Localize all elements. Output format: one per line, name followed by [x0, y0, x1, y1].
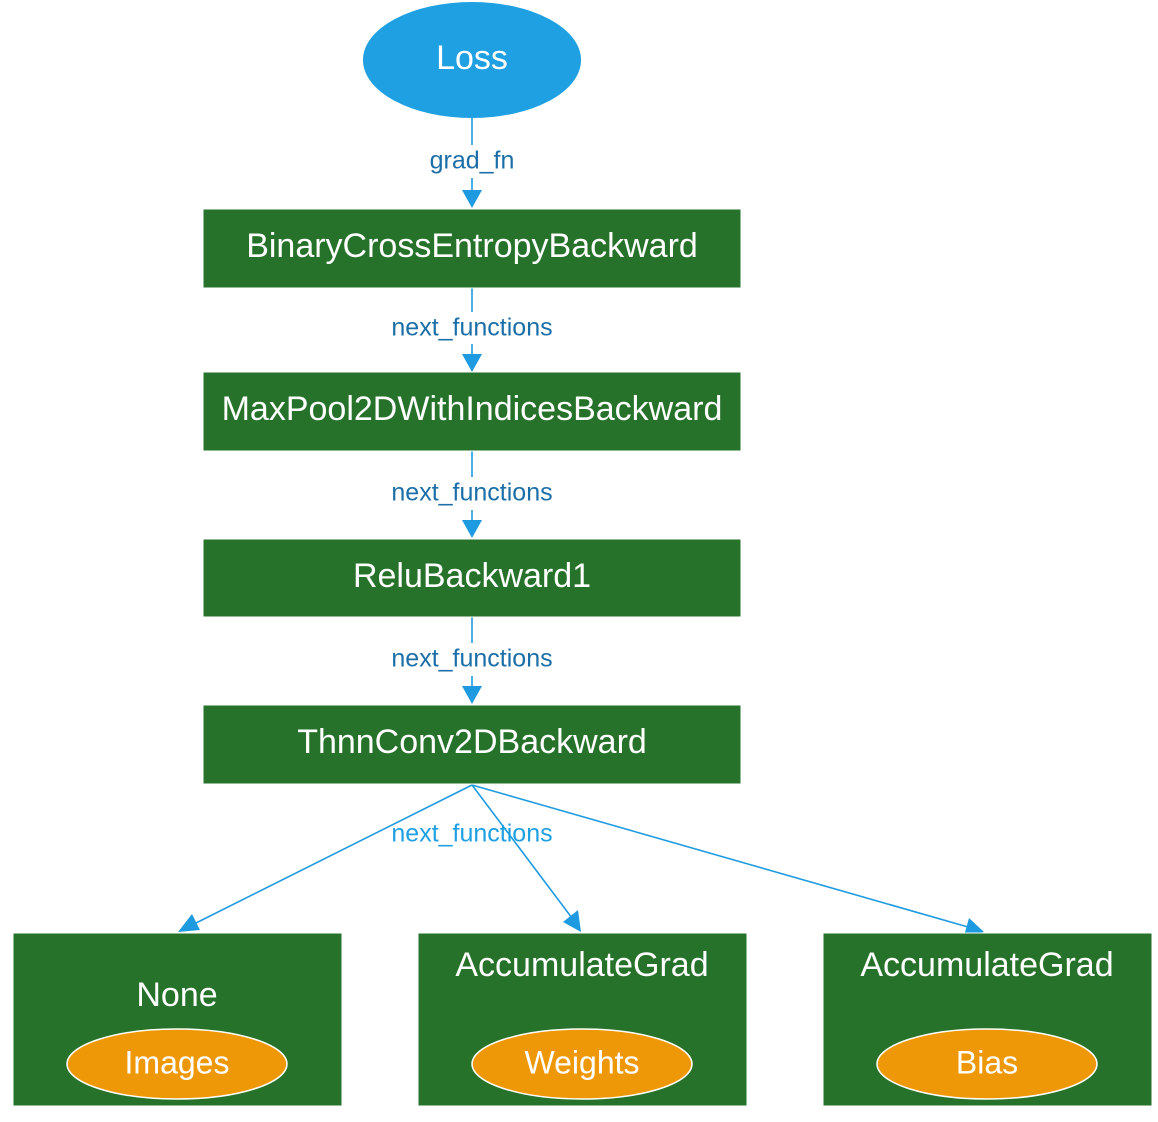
accum-weights-node-label: AccumulateGrad — [455, 946, 708, 984]
bce-node-box — [202, 208, 742, 289]
loss-node-label: Loss — [436, 39, 508, 77]
weights-leaf-label: Weights — [524, 1044, 639, 1080]
edge-labels: grad_fn next_functions next_functions ne… — [391, 147, 552, 848]
arrowhead-bce — [462, 190, 482, 208]
loss-node: Loss — [363, 2, 581, 118]
accum-bias-node: AccumulateGrad Bias — [822, 932, 1153, 1107]
bce-node-label: BinaryCrossEntropyBackward — [246, 227, 698, 265]
edge-label-next-functions-1: next_functions — [391, 314, 552, 342]
weights-leaf-shape — [471, 1028, 693, 1100]
conv-node-label: ThnnConv2DBackward — [297, 723, 647, 761]
images-leaf-label: Images — [125, 1044, 230, 1080]
arrowhead-accum-weights — [563, 910, 581, 932]
edge-label-next-functions-4: next_functions — [391, 820, 552, 848]
arrowhead-maxpool — [462, 354, 482, 372]
arrowhead-none — [178, 914, 200, 932]
accum-weights-node: AccumulateGrad Weights — [417, 932, 748, 1107]
none-node-label: None — [136, 976, 217, 1014]
loss-node-shape — [363, 2, 581, 118]
edge-conv-to-accum-bias — [471, 784, 969, 928]
none-node: None Images — [12, 932, 343, 1107]
maxpool-node: MaxPool2DWithIndicesBackward — [202, 371, 742, 452]
relu-node-box — [202, 538, 742, 618]
edge-label-next-functions-2: next_functions — [391, 479, 552, 507]
maxpool-node-box — [202, 371, 742, 452]
arrowhead-conv — [462, 686, 482, 704]
bias-leaf-shape — [876, 1028, 1098, 1100]
edge-label-next-functions-3: next_functions — [391, 645, 552, 673]
relu-node: ReluBackward1 — [202, 538, 742, 618]
maxpool-node-label: MaxPool2DWithIndicesBackward — [222, 390, 723, 428]
edges — [178, 118, 984, 936]
accum-bias-node-label: AccumulateGrad — [860, 946, 1113, 984]
arrowhead-accum-bias — [964, 918, 984, 936]
bias-leaf-label: Bias — [956, 1044, 1018, 1080]
relu-node-label: ReluBackward1 — [353, 557, 591, 595]
images-leaf-shape — [66, 1028, 288, 1100]
conv-node: ThnnConv2DBackward — [202, 704, 742, 785]
edge-conv-to-none — [193, 784, 473, 925]
edge-conv-to-accum-weights — [471, 784, 573, 919]
edge-label-grad-fn: grad_fn — [430, 147, 515, 175]
arrowhead-relu — [462, 520, 482, 538]
bce-node: BinaryCrossEntropyBackward — [202, 208, 742, 289]
conv-node-box — [202, 704, 742, 785]
